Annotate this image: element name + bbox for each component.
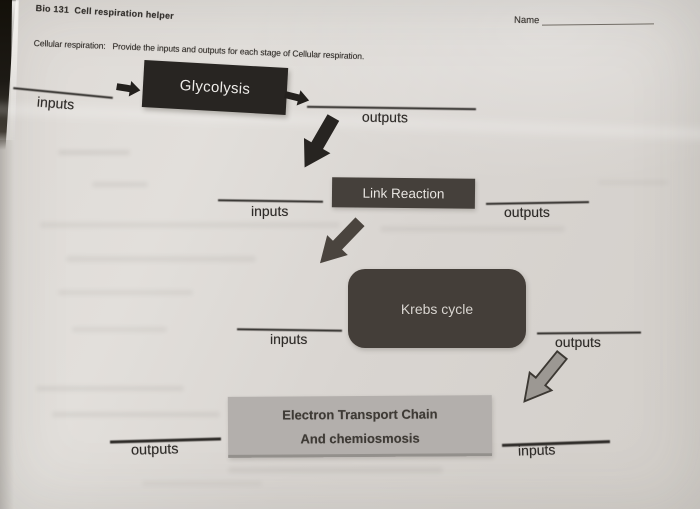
glycolysis-title: Glycolysis	[179, 77, 251, 98]
bleed-through-smudge	[72, 327, 167, 332]
etc-title-line1: Electron Transport Chain	[282, 406, 438, 423]
etc-inputs-label: inputs	[517, 441, 556, 459]
krebs-inputs-label: inputs	[270, 331, 308, 347]
link-reaction-box: Link Reaction	[331, 177, 476, 209]
block-arrow-down-left-icon	[308, 210, 372, 275]
glycolysis-box: Glycolysis	[141, 60, 289, 115]
bleed-through-smudge	[36, 386, 184, 391]
glycolysis-outputs-label: outputs	[361, 108, 409, 126]
paper-edge-highlight	[10, 0, 19, 148]
block-arrow-right-icon	[282, 86, 311, 109]
bleed-through-smudge	[92, 182, 148, 187]
etc-title-line2: And chemiosmosis	[300, 430, 420, 447]
block-arrow-down-left-icon	[510, 343, 576, 414]
krebs-cycle-box: Krebs cycle	[348, 269, 526, 348]
bleed-through-smudge	[228, 467, 443, 473]
link-reaction-inputs-label: inputs	[251, 203, 289, 219]
bleed-through-smudge	[66, 256, 256, 262]
course-title: Bio 131 Cell respiration helper	[35, 3, 175, 21]
electron-transport-chain-box: Electron Transport Chain And chemiosmosi…	[227, 395, 493, 458]
block-arrow-right-icon	[115, 78, 142, 99]
name-blank-line	[541, 23, 655, 26]
left-edge-shadow	[0, 140, 14, 509]
name-label: Name	[513, 14, 540, 27]
link-reaction-title: Link Reaction	[362, 185, 445, 201]
bleed-through-smudge	[52, 412, 220, 417]
bleed-through-smudge	[58, 290, 193, 295]
instruction-text: Cellular respiration: Provide the inputs…	[33, 38, 365, 62]
link-reaction-outputs-label: outputs	[504, 204, 550, 220]
bleed-through-smudge	[380, 226, 565, 232]
krebs-cycle-title: Krebs cycle	[400, 300, 474, 317]
krebs-outputs-label: outputs	[555, 334, 601, 350]
etc-outputs-label: outputs	[130, 441, 179, 459]
bleed-through-smudge	[598, 180, 668, 185]
bleed-through-smudge	[58, 150, 130, 155]
glycolysis-inputs-label: inputs	[36, 93, 75, 113]
bleed-through-smudge	[142, 481, 262, 486]
bleed-through-smudge	[40, 222, 340, 228]
paper-crease	[0, 103, 700, 140]
block-arrow-down-left-icon	[290, 108, 349, 176]
